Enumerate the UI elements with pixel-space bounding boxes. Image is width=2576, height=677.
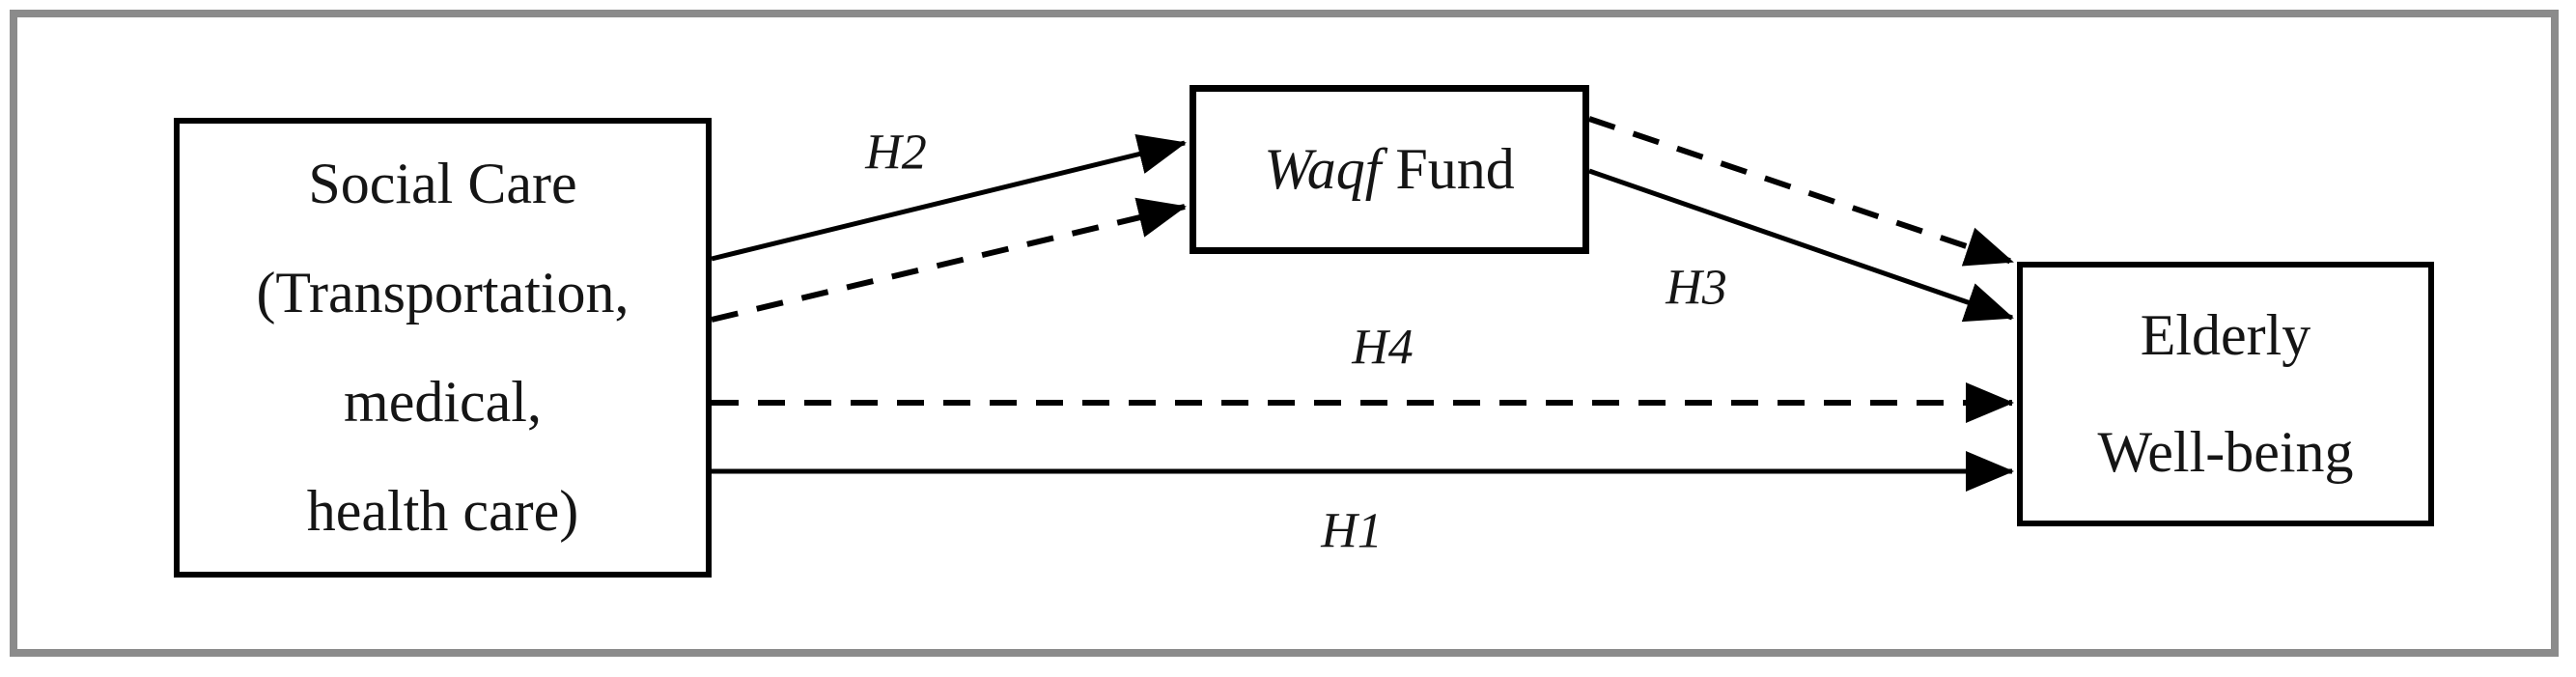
elderly-line-2: Well-being bbox=[2097, 420, 2354, 484]
hypothesis-label-h1: H1 bbox=[1321, 503, 1383, 559]
social-care-line-2: (Transportation, bbox=[256, 261, 630, 324]
edge-social-waqf-dashed bbox=[711, 197, 1187, 323]
edge-h3-solid bbox=[1588, 168, 2014, 323]
node-elderly-well-being: Elderly Well-being bbox=[2017, 262, 2434, 526]
elderly-line-1: Elderly bbox=[2140, 303, 2311, 367]
waqf-fund-title-rest: Fund bbox=[1381, 137, 1515, 201]
edge-h2-solid bbox=[711, 134, 1187, 262]
node-social-care: Social Care (Transportation, medical, he… bbox=[174, 118, 712, 578]
hypothesis-label-h3: H3 bbox=[1666, 260, 1727, 316]
social-care-line-3: medical, bbox=[344, 370, 542, 434]
outer-frame bbox=[10, 10, 2559, 657]
waqf-fund-title-italic: Waqf bbox=[1264, 137, 1382, 201]
node-waqf-fund: Waqf Fund bbox=[1190, 85, 1589, 254]
social-care-line-1: Social Care bbox=[308, 152, 577, 215]
edge-waqf-elderly-dashed bbox=[1588, 116, 2014, 267]
hypothesis-label-h4: H4 bbox=[1352, 320, 1414, 376]
waqf-fund-title: Waqf Fund bbox=[1264, 136, 1515, 203]
hypothesis-label-h2: H2 bbox=[865, 125, 927, 181]
social-care-line-4: health care) bbox=[306, 479, 579, 543]
